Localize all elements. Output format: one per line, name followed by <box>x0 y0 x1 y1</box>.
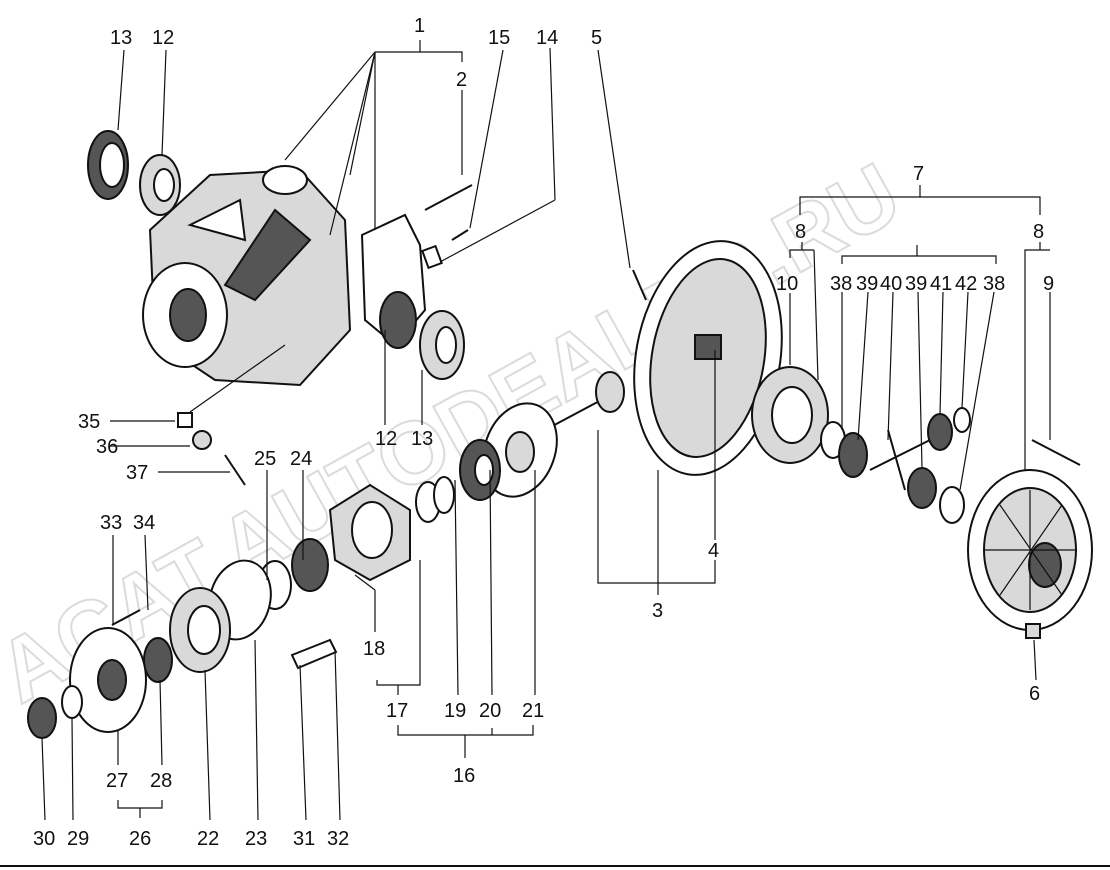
callout-21: 21 <box>522 700 544 722</box>
callout-13-top: 13 <box>110 27 132 49</box>
leader-lines <box>41 40 1051 821</box>
callout-30: 30 <box>33 828 55 850</box>
callout-16: 16 <box>453 765 475 787</box>
washer-42 <box>953 407 971 433</box>
callout-38-c: 38 <box>983 273 1005 295</box>
callout-17: 17 <box>386 700 408 722</box>
bolt-2 <box>424 184 473 211</box>
nut-35 <box>177 412 193 428</box>
callout-42: 42 <box>955 273 977 295</box>
callout-20: 20 <box>479 700 501 722</box>
crown-wheel <box>633 240 783 476</box>
callout-33: 33 <box>100 512 122 534</box>
stud-37 <box>224 454 246 486</box>
companion-flange <box>69 627 147 733</box>
parts-art <box>27 130 1093 739</box>
callout-9: 9 <box>1043 273 1054 295</box>
lock-plate-31 <box>290 638 338 670</box>
adjuster-plate <box>482 402 558 498</box>
pinion-shaft <box>544 371 625 431</box>
bearing-12-left <box>139 154 181 216</box>
callout-10: 10 <box>776 273 798 295</box>
callout-8-left: 8 <box>795 221 806 243</box>
callout-27: 27 <box>106 770 128 792</box>
callout-31: 31 <box>293 828 315 850</box>
side-gear-39 <box>838 432 868 478</box>
callout-26: 26 <box>129 828 151 850</box>
callout-41: 41 <box>930 273 952 295</box>
callout-2: 2 <box>456 69 467 91</box>
callout-13-bottom: 13 <box>411 428 433 450</box>
callout-4: 4 <box>708 540 719 562</box>
callout-18: 18 <box>363 638 385 660</box>
washer-36 <box>192 430 212 450</box>
bearing-24 <box>291 538 329 592</box>
bearing-cap <box>360 213 469 380</box>
callout-labels: 1 2 13 12 15 14 5 12 13 35 36 37 3 4 7 8… <box>33 15 1054 850</box>
callout-39-a: 39 <box>856 273 878 295</box>
bolt-33 <box>111 609 141 626</box>
nut-30 <box>27 697 57 739</box>
washer-29 <box>61 685 83 719</box>
callout-8-right: 8 <box>1033 221 1044 243</box>
side-gear-39-right <box>907 467 937 509</box>
bolt-8-right <box>1031 439 1081 466</box>
callout-22: 22 <box>197 828 219 850</box>
callout-25: 25 <box>254 448 276 470</box>
callout-34: 34 <box>133 512 155 534</box>
differential-housing <box>142 165 352 387</box>
callout-28: 28 <box>150 770 172 792</box>
callout-39-b: 39 <box>905 273 927 295</box>
callout-6: 6 <box>1029 683 1040 705</box>
bearing-13-left <box>87 130 129 200</box>
callout-7: 7 <box>913 163 924 185</box>
seal-housing-bore <box>187 605 221 655</box>
callout-32: 32 <box>327 828 349 850</box>
differential-case <box>751 366 829 464</box>
callout-14: 14 <box>536 27 558 49</box>
callout-35: 35 <box>78 411 100 433</box>
callout-5: 5 <box>591 27 602 49</box>
callout-23: 23 <box>245 828 267 850</box>
nut-6 <box>1025 623 1041 639</box>
spacer-18 <box>433 476 455 514</box>
callout-15: 15 <box>488 27 510 49</box>
callout-3: 3 <box>652 600 663 622</box>
callout-12-bottom: 12 <box>375 428 397 450</box>
pinion-cage <box>328 483 411 582</box>
differential-half-case <box>967 469 1093 631</box>
seal-28 <box>143 637 173 683</box>
callout-29: 29 <box>67 828 89 850</box>
callout-24: 24 <box>290 448 312 470</box>
callout-36: 36 <box>96 436 118 458</box>
callout-37: 37 <box>126 462 148 484</box>
planet-gear-41 <box>927 413 953 451</box>
bolt-5 <box>632 269 647 301</box>
callout-40: 40 <box>880 273 902 295</box>
spider-40 <box>869 429 931 491</box>
callout-38-a: 38 <box>830 273 852 295</box>
callout-12-top: 12 <box>152 27 174 49</box>
bearing-20-bore <box>474 454 494 486</box>
washer-38-right <box>939 486 965 524</box>
callout-1: 1 <box>414 15 425 37</box>
callout-19: 19 <box>444 700 466 722</box>
